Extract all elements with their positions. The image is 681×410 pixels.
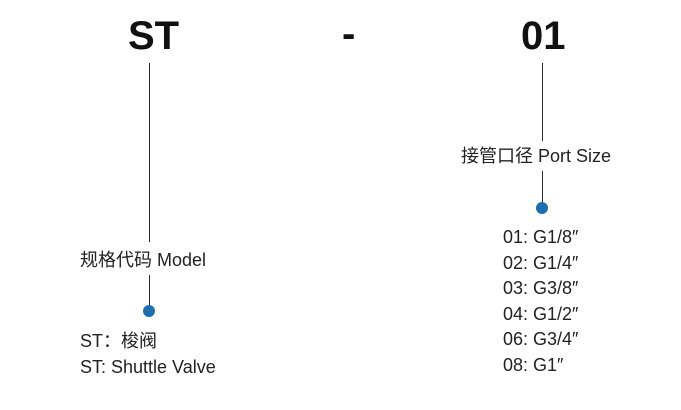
port-size-item: 08: G1″ bbox=[503, 354, 564, 375]
model-dot-marker bbox=[143, 305, 155, 317]
port-connector-line bbox=[542, 171, 543, 203]
port-size-label: 接管口径 Port Size bbox=[461, 146, 612, 166]
port-size-item: 01: G1/8″ bbox=[503, 227, 579, 247]
port-size-item: 06: G3/4″ bbox=[503, 329, 579, 349]
model-leader-line bbox=[149, 63, 150, 242]
model-value-item: ST：梭阀 bbox=[80, 331, 158, 351]
port-leader-line bbox=[542, 63, 543, 141]
port-size-values-list: 01: G1/8″ 02: G1/4″ 03: G3/8″ 04: G1/2″ … bbox=[503, 225, 578, 378]
model-label: 规格代码 Model bbox=[80, 250, 207, 270]
code-separator: - bbox=[342, 12, 356, 56]
model-connector-line bbox=[149, 275, 150, 305]
model-values-list: ST：梭阀 ST: Shuttle Valve bbox=[80, 328, 216, 380]
model-code: ST bbox=[128, 14, 180, 58]
model-value-item: ST: Shuttle Valve bbox=[80, 357, 216, 377]
port-code: 01 bbox=[521, 14, 566, 58]
port-size-item: 02: G1/4″ bbox=[503, 252, 579, 273]
port-size-item: 03: G3/8″ bbox=[503, 278, 579, 298]
port-size-item: 04: G1/2″ bbox=[503, 303, 579, 324]
port-dot-marker bbox=[536, 202, 548, 214]
